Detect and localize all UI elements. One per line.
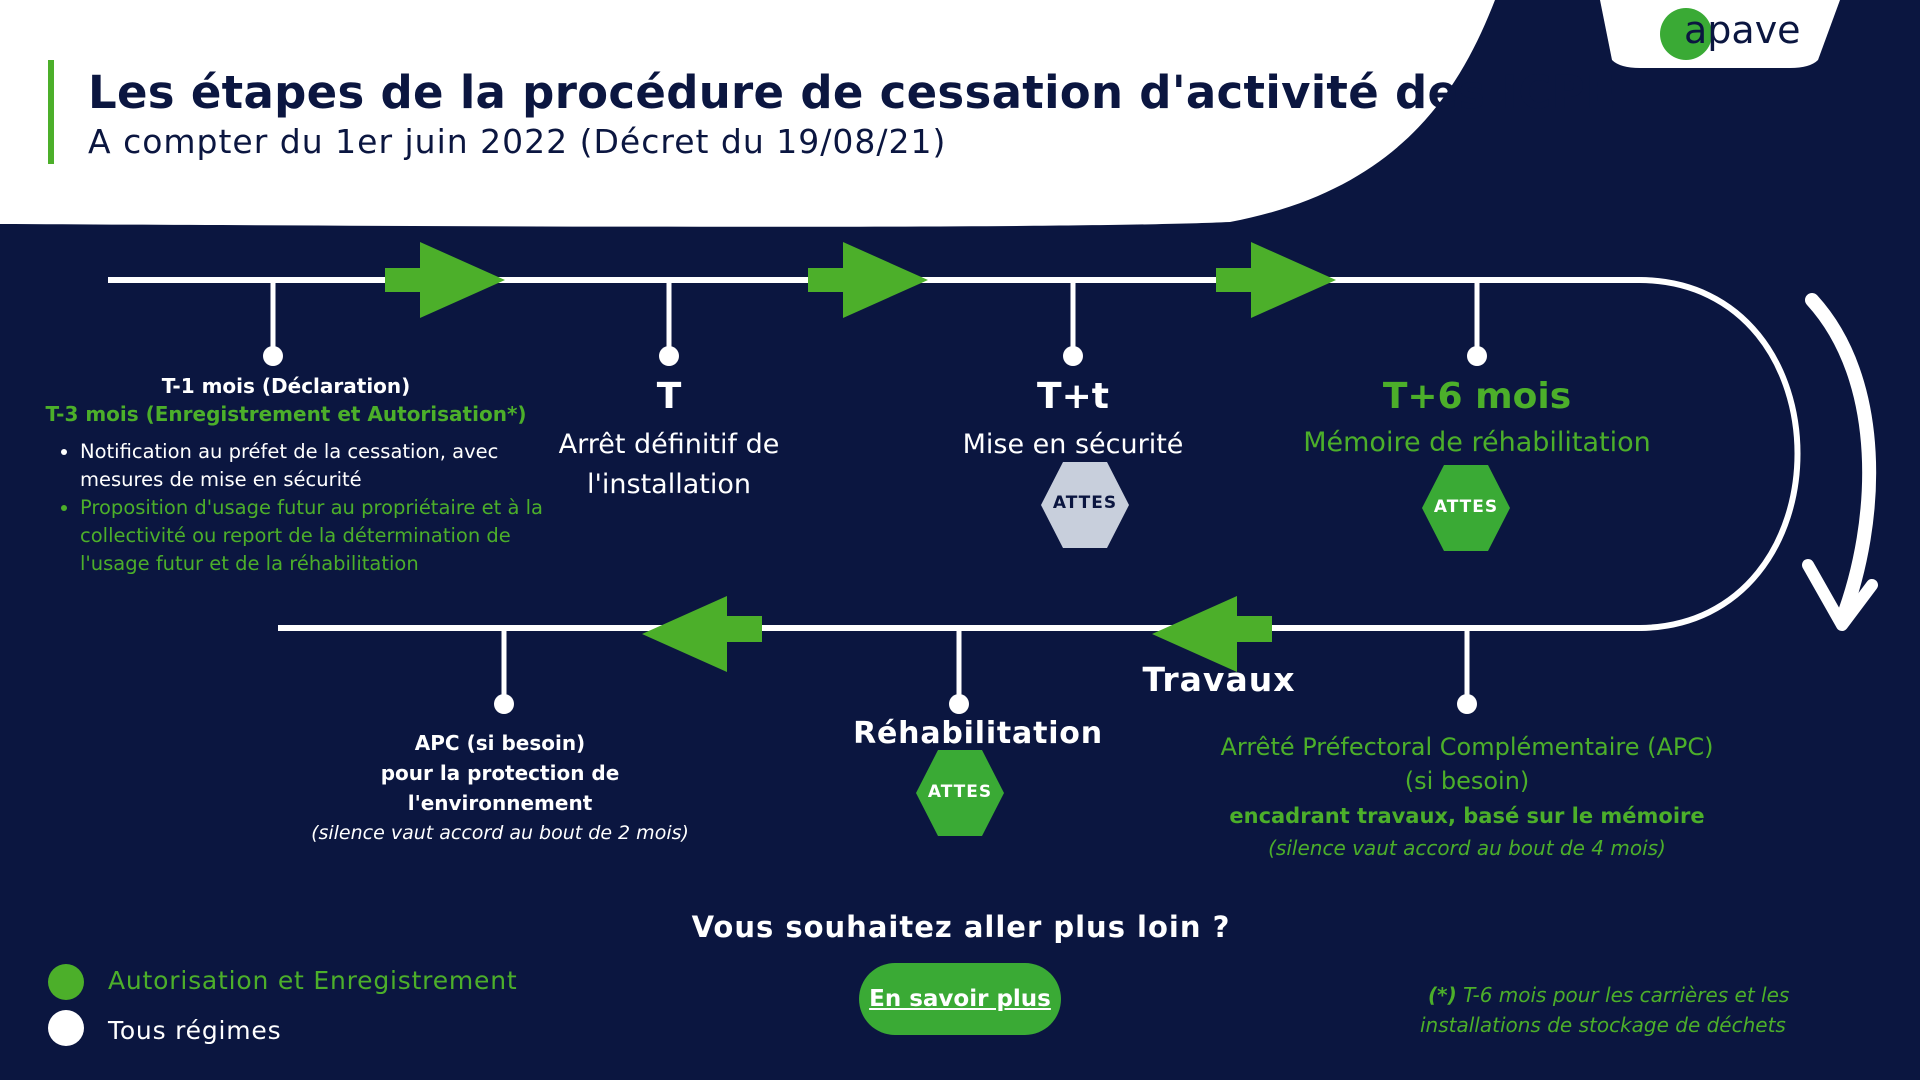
footnote-marker: (*) bbox=[1428, 983, 1457, 1007]
step1-label-green: T-3 mois (Enregistrement et Autorisation… bbox=[45, 402, 527, 426]
top-green-arrow-1 bbox=[385, 242, 505, 318]
step2-title: T bbox=[656, 376, 682, 417]
apc-right-italic: (silence vaut accord au bout de 4 mois) bbox=[1268, 836, 1666, 860]
curved-direction-arrowhead bbox=[1802, 559, 1878, 631]
top-tick-1 bbox=[263, 280, 283, 366]
logo-tab bbox=[1600, 0, 1840, 68]
step1-label-white: T-1 mois (Déclaration) bbox=[161, 374, 411, 398]
travaux-label: Travaux bbox=[1142, 660, 1296, 699]
step1-bullets: Notification au préfet de la cessation, … bbox=[50, 438, 570, 578]
hexagon-mise-en-securite bbox=[1041, 462, 1129, 548]
footnote-text: T-6 mois pour les carrières et les insta… bbox=[1420, 983, 1790, 1037]
apc-right-line2: (si besoin) bbox=[1404, 767, 1530, 795]
step4-badge: ATTES bbox=[1433, 497, 1499, 517]
step3-badge: ATTES bbox=[1052, 493, 1118, 513]
legend-white-label: Tous régimes bbox=[108, 1016, 282, 1045]
step4-title: T+6 mois bbox=[1382, 376, 1572, 417]
step1-bullet-1: Notification au préfet de la cessation, … bbox=[80, 438, 570, 494]
curved-direction-arrow bbox=[1805, 293, 1877, 627]
bottom-tick-3 bbox=[1457, 628, 1477, 714]
legend-green-dot bbox=[48, 964, 84, 1000]
hexagon-rehabilitation bbox=[916, 750, 1004, 836]
apc-right-line1: Arrêté Préfectoral Complémentaire (APC) bbox=[1220, 733, 1714, 761]
page-title: Les étapes de la procédure de cessation … bbox=[88, 66, 1617, 119]
logo-text: apave bbox=[1684, 8, 1801, 52]
logo-dot-icon bbox=[1660, 8, 1712, 60]
legend-green-label: Autorisation et Enregistrement bbox=[108, 966, 518, 995]
top-tick-2 bbox=[659, 280, 679, 366]
step3-title: T+t bbox=[1037, 376, 1109, 417]
apc-left-italic: (silence vaut accord au bout de 2 mois) bbox=[311, 822, 689, 844]
bottom-green-arrow-1 bbox=[1152, 596, 1272, 672]
bottom-tick-1 bbox=[494, 628, 514, 714]
rehabilitation-title: Réhabilitation bbox=[853, 716, 1103, 751]
step1-bullet-2: Proposition d'usage futur au propriétair… bbox=[80, 494, 570, 578]
timeline-curve bbox=[1639, 277, 1801, 631]
top-tick-4 bbox=[1467, 280, 1487, 366]
top-tick-3 bbox=[1063, 280, 1083, 366]
learn-more-button[interactable]: En savoir plus bbox=[859, 963, 1061, 1035]
title-accent-bar bbox=[48, 60, 54, 164]
apave-logo: apave bbox=[1660, 8, 1810, 60]
apc-left-block: APC (si besoin) pour la protection de l'… bbox=[280, 728, 720, 848]
apc-left-line2: pour la protection de bbox=[380, 761, 620, 785]
top-green-arrow-3 bbox=[1216, 242, 1336, 318]
apc-left-line3: l'environnement bbox=[407, 791, 593, 815]
step2-description: Arrêt définitif de l'installation bbox=[558, 429, 780, 500]
bottom-green-arrow-2 bbox=[642, 596, 762, 672]
footnote: (*) T-6 mois pour les carrières et les i… bbox=[1420, 980, 1820, 1040]
page-subtitle: A compter du 1er juin 2022 (Décret du 19… bbox=[88, 122, 947, 161]
apc-right-block: Arrêté Préfectoral Complémentaire (APC) … bbox=[1187, 730, 1747, 863]
step3-description: Mise en sécurité bbox=[962, 429, 1184, 460]
cta-question: Vous souhaitez aller plus loin ? bbox=[691, 910, 1231, 944]
hexagon-memoire bbox=[1422, 465, 1510, 551]
bottom-tick-2 bbox=[949, 628, 969, 714]
top-green-arrow-2 bbox=[808, 242, 928, 318]
step4-description: Mémoire de réhabilitation bbox=[1303, 427, 1651, 458]
apc-right-bold: encadrant travaux, basé sur le mémoire bbox=[1229, 804, 1705, 828]
header-white-shape bbox=[0, 0, 1495, 227]
legend-white-dot bbox=[48, 1010, 84, 1046]
apc-left-line1: APC (si besoin) bbox=[414, 731, 586, 755]
rehabilitation-badge: ATTES bbox=[927, 782, 993, 802]
